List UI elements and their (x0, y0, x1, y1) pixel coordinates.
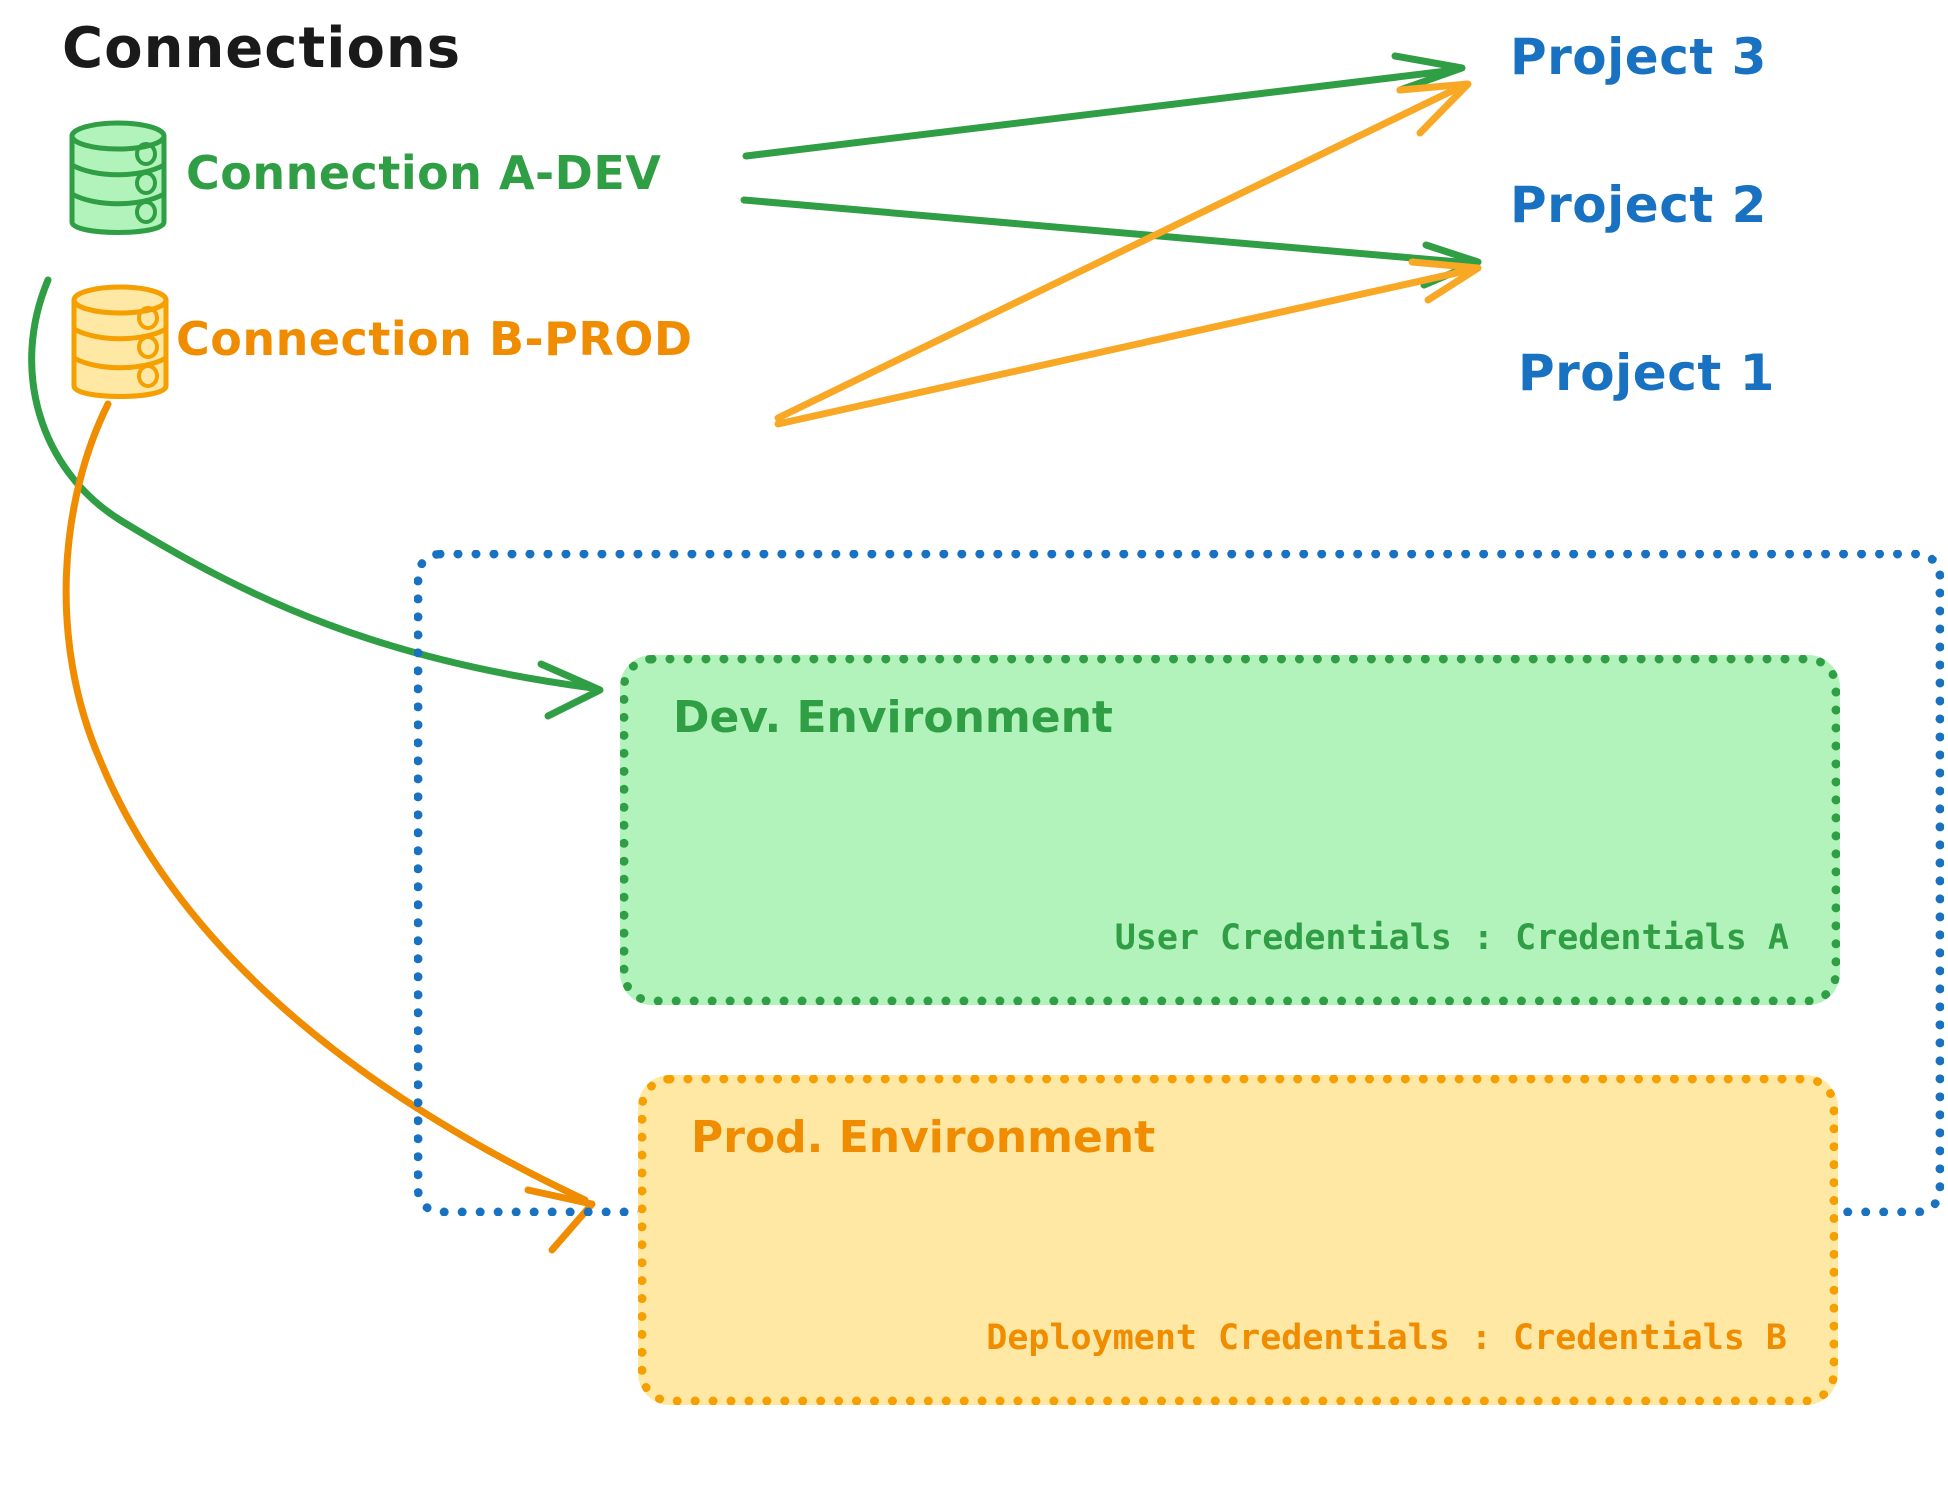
dev-environment-card: Dev. Environment User Credentials : Cred… (620, 655, 1840, 1005)
dev-environment-title: Dev. Environment (673, 692, 1113, 743)
connection-label-b-prod: Connection B-PROD (176, 312, 693, 366)
edge-b-prod-to-project-2 (774, 258, 1482, 428)
prod-environment-title: Prod. Environment (691, 1112, 1156, 1163)
prod-environment-card: Prod. Environment Deployment Credentials… (638, 1075, 1838, 1405)
edge-b-prod-to-project-3 (774, 80, 1472, 422)
edge-a-dev-to-project-3 (742, 52, 1466, 160)
project-label-project-2: Project 2 (1510, 176, 1767, 234)
project-label-project-1: Project 1 (1518, 344, 1775, 402)
database-cylinder-icon-a-dev (69, 120, 167, 235)
prod-environment-credentials: Deployment Credentials : Credentials B (986, 1318, 1787, 1358)
project-label-project-3: Project 3 (1510, 28, 1767, 86)
database-cylinder-icon-b-prod (71, 284, 169, 399)
dev-environment-credentials: User Credentials : Credentials A (1114, 918, 1789, 958)
connection-label-a-dev: Connection A-DEV (186, 146, 662, 200)
edge-a-dev-to-dev-environment (28, 276, 604, 720)
page-title: Connections (62, 16, 462, 81)
edge-a-dev-to-project-2 (740, 196, 1482, 289)
edge-b-prod-to-prod-environment (62, 400, 596, 1254)
